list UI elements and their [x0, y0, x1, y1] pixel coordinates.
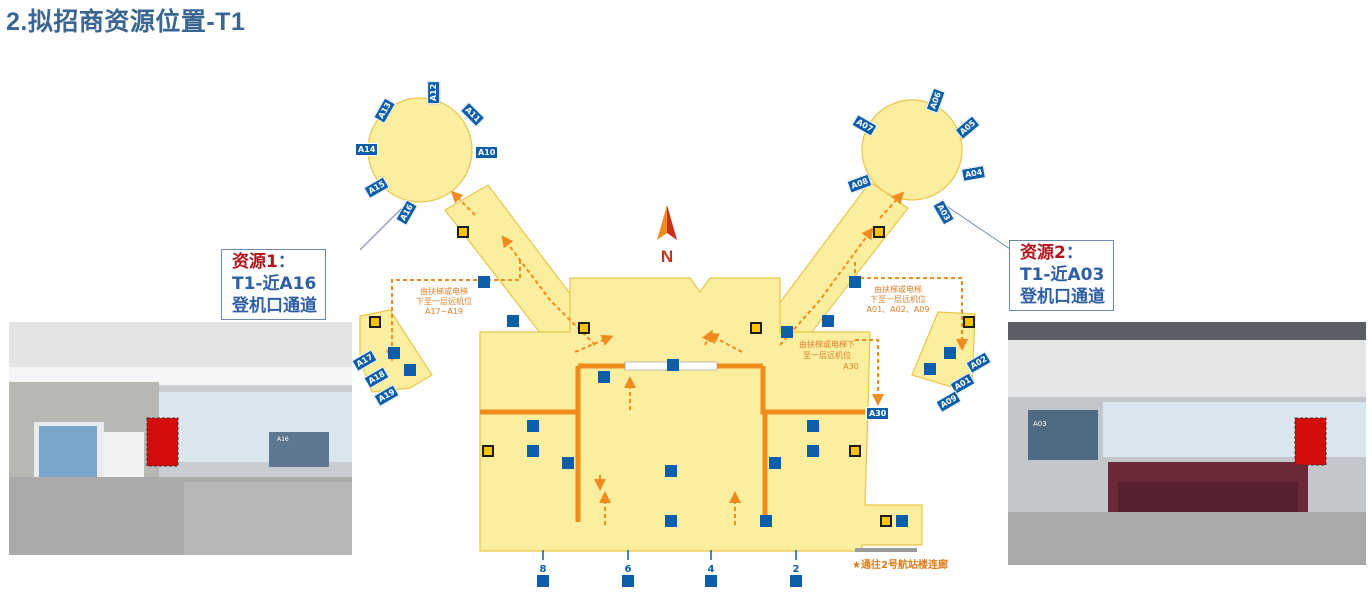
right-pier-circle	[861, 99, 963, 201]
resource-2-desc: 登机口通道	[1020, 287, 1105, 307]
escalator-icon	[388, 347, 400, 359]
resource-2-location: T1-近A03	[1020, 265, 1105, 285]
elevator-icon	[507, 315, 519, 327]
resource-1-label: 资源1	[232, 252, 278, 272]
restroom-icon	[562, 457, 574, 469]
entrance-icon	[705, 575, 717, 587]
baggage-icon	[598, 371, 610, 383]
elevator-icon	[822, 315, 834, 327]
elevator-icon	[667, 359, 679, 371]
note-mid-2: 至一层远机位	[803, 350, 851, 360]
elevator-icon	[527, 420, 539, 432]
gate-a16-photo: A16	[9, 322, 352, 555]
corridor-label: ★通往2号航站楼连廊	[852, 558, 948, 571]
colon: ：	[1065, 243, 1083, 263]
gate-badge: A30	[866, 407, 890, 420]
elevator-icon	[924, 363, 936, 375]
photo1-sign: A16	[277, 436, 289, 443]
escalator-icon	[527, 445, 539, 457]
note-right-2: 下至一层远机位	[870, 294, 926, 304]
gate-badge: A14	[355, 143, 379, 156]
note-mid-3: A30	[843, 362, 859, 371]
wheelchair-icon	[760, 515, 772, 527]
resource-1-desc: 登机口通道	[232, 296, 317, 316]
gate-badge: A12	[427, 80, 441, 105]
entrance-icon	[537, 575, 549, 587]
restroom-icon	[665, 465, 677, 477]
note-right-3: A01、A02、A09	[867, 305, 930, 314]
corridor-bar	[855, 548, 917, 552]
escalator-icon	[478, 276, 490, 288]
entrance-icon	[622, 575, 634, 587]
resource-1-location: T1-近A16	[232, 274, 317, 294]
escalator-icon	[944, 347, 956, 359]
elevator-icon	[404, 364, 416, 376]
note-left-1: 由扶梯或电梯	[420, 286, 468, 296]
info-icon	[665, 515, 677, 527]
photo2-sign: A03	[1033, 420, 1047, 428]
colon: ：	[277, 252, 295, 272]
gate-badge: A10	[475, 146, 499, 159]
resource-2-callout: 资源2： T1-近A03 登机口通道	[1009, 240, 1114, 311]
page-title: 2.拟招商资源位置-T1	[6, 8, 246, 36]
restroom-icon	[769, 457, 781, 469]
entrance-6: 6	[625, 564, 632, 575]
resource-2-label: 资源2	[1020, 243, 1066, 263]
escalator-icon	[849, 276, 861, 288]
note-left-2: 下至一层远机位	[416, 296, 472, 306]
gate-a03-photo: A03	[1008, 322, 1366, 565]
elevator-icon	[807, 420, 819, 432]
note-left-3: A17~A19	[425, 307, 463, 316]
north-arrow	[657, 205, 677, 240]
escalator-icon	[807, 445, 819, 457]
resource-1-callout: 资源1： T1-近A16 登机口通道	[221, 249, 326, 320]
escalator-icon	[781, 326, 793, 338]
entrance-2: 2	[793, 564, 800, 575]
note-mid-1: 由扶梯或电梯下	[799, 339, 855, 349]
note-right-1: 由扶梯或电梯	[874, 284, 922, 294]
family-icon	[896, 515, 908, 527]
entrance-8: 8	[540, 564, 547, 575]
north-label: N	[661, 247, 673, 266]
entrance-4: 4	[708, 564, 715, 575]
entrance-icon	[790, 575, 802, 587]
